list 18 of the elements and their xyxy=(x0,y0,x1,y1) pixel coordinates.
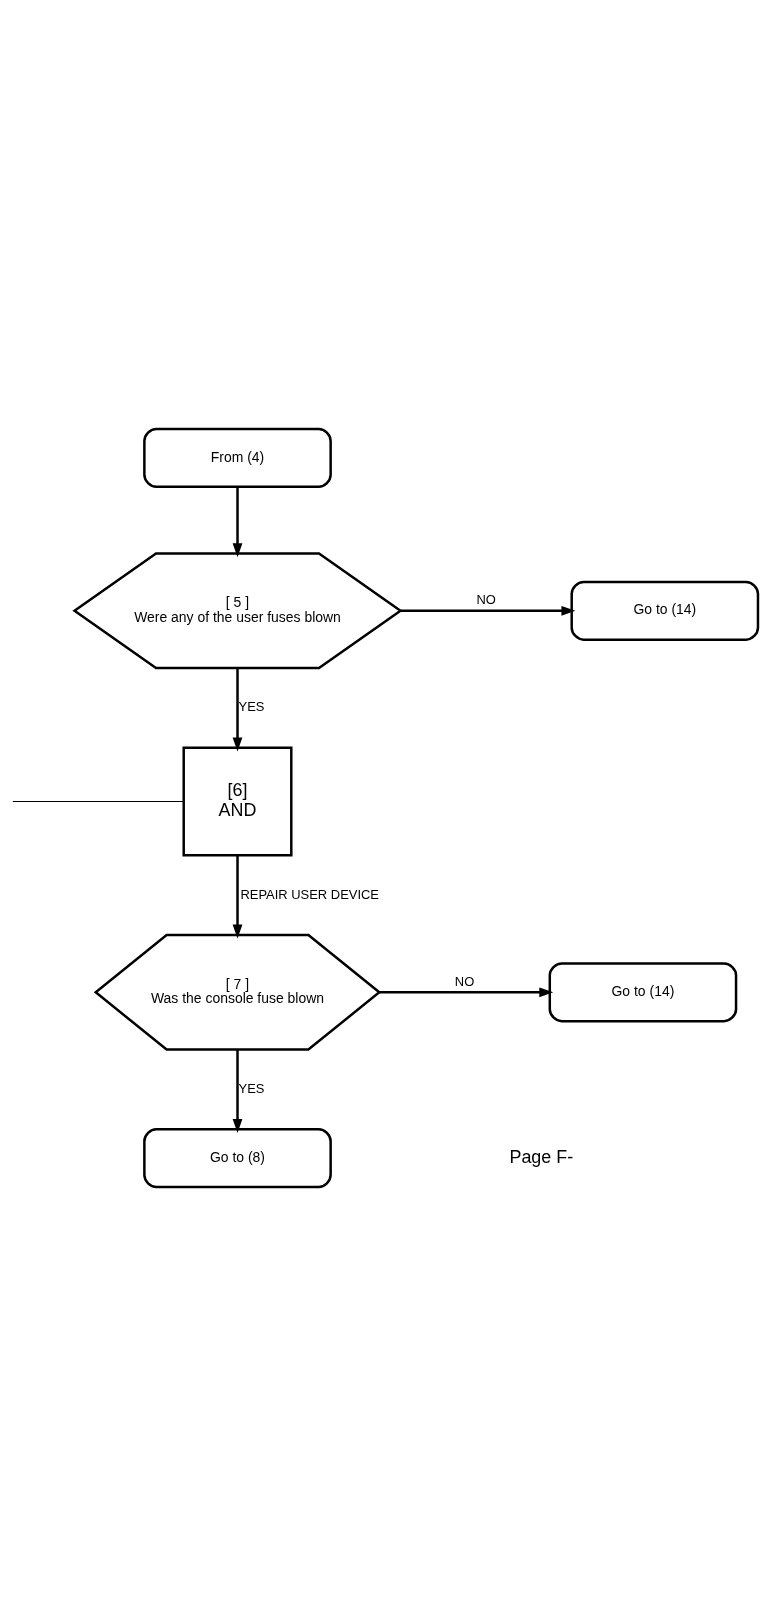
arrow xyxy=(232,1049,243,1133)
node-box: From (4) xyxy=(143,427,332,488)
arrow xyxy=(379,987,554,998)
label: Page F- xyxy=(509,1146,574,1167)
node-box: [6] AND xyxy=(182,746,293,857)
arrow xyxy=(400,605,576,616)
connector xyxy=(12,800,185,803)
arrow xyxy=(232,486,243,558)
edge-label: NO xyxy=(454,973,475,989)
node-box: Go to (8) xyxy=(143,1128,332,1189)
edge-label: YES xyxy=(238,1080,265,1096)
arrow xyxy=(232,855,243,939)
node-box: Go to (14) xyxy=(548,962,738,1023)
node-box: Go to (14) xyxy=(570,580,760,641)
edge-label: REPAIR USER DEVICE xyxy=(240,886,379,902)
edge-label: NO xyxy=(476,592,496,608)
arrow xyxy=(232,668,243,752)
edge-label: YES xyxy=(238,699,265,715)
